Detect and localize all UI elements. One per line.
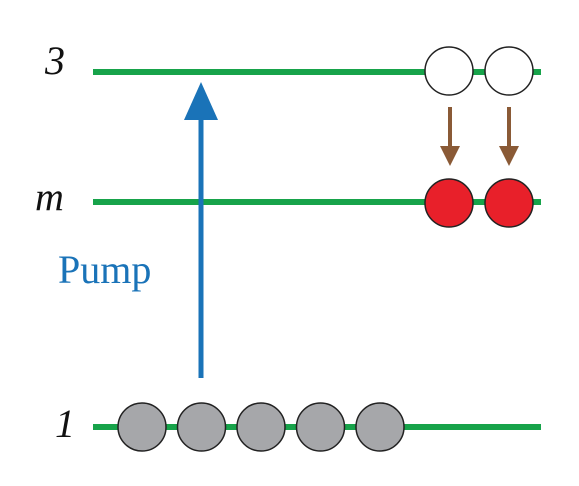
excited-empty-atoms [424,46,534,96]
ground-atom [355,402,405,452]
level-3-label: 3 [44,38,65,83]
ground-state-atoms [117,402,405,452]
level-m-label: m [35,174,64,219]
metastable-atom [424,178,474,228]
empty-atom [424,46,474,96]
decay-arrow-left [440,107,460,166]
pump-label: Pump [58,247,151,292]
ground-atom [117,402,167,452]
ground-atom [295,402,346,452]
empty-atom [484,46,534,96]
level-1-label: 1 [55,401,75,446]
pump-arrow [184,82,218,378]
decay-arrow-right [499,107,519,166]
ground-atom [236,402,286,452]
metastable-atoms [424,178,534,228]
metastable-atom [484,178,534,228]
ground-atom [176,402,227,452]
